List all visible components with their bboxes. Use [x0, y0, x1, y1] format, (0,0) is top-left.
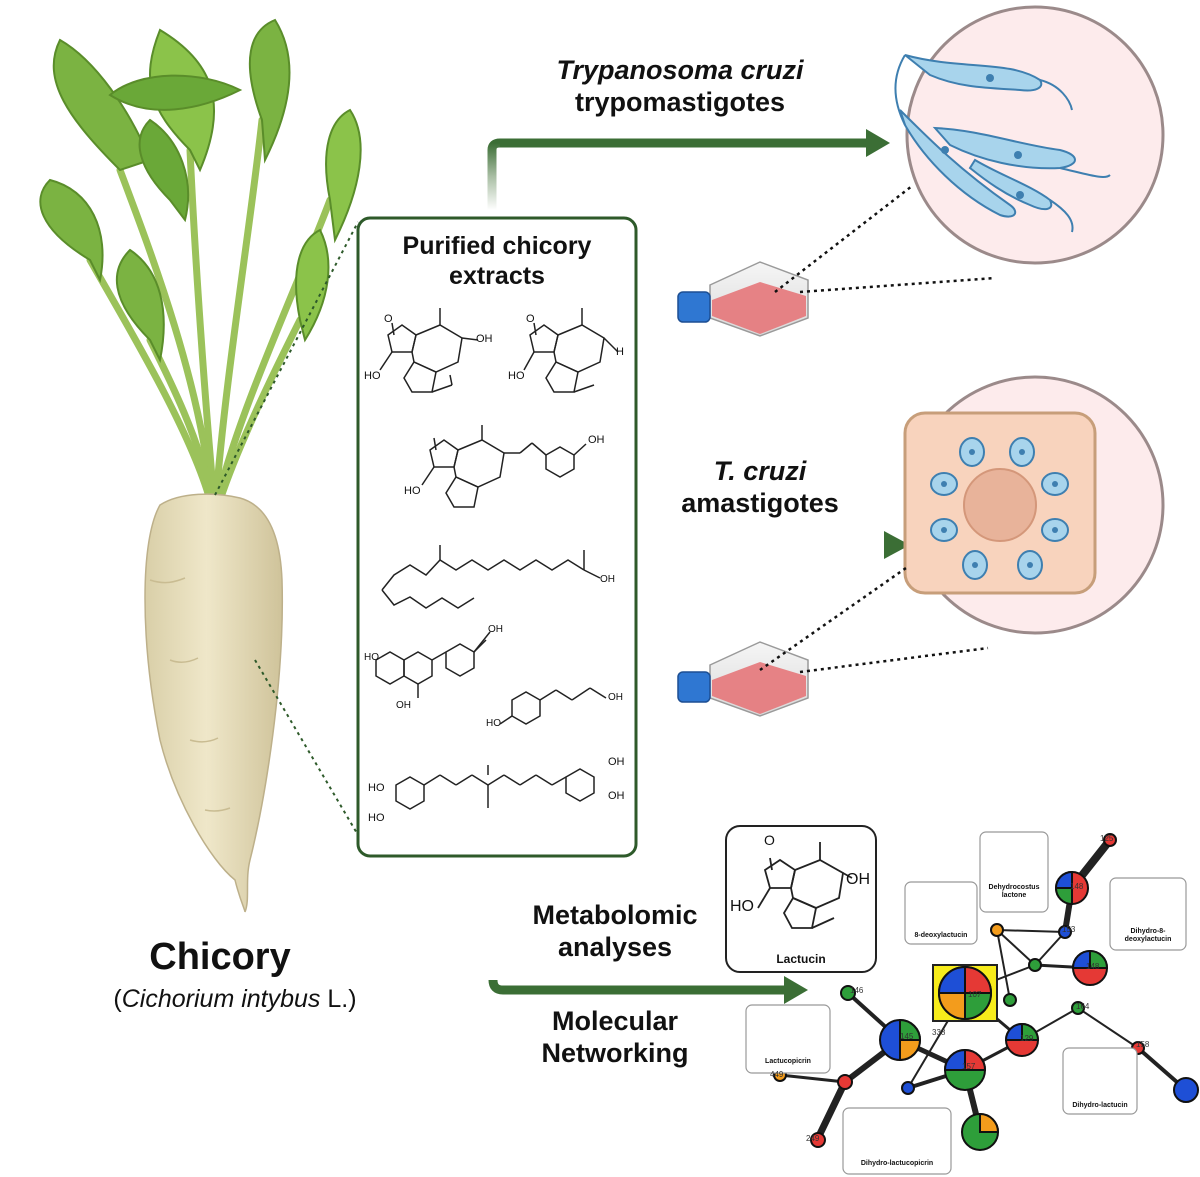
node-label: 157 — [962, 1062, 976, 1071]
node-label: 158 — [1136, 1040, 1150, 1049]
atom-oh-6: OH — [396, 700, 411, 711]
node-label: 249 — [806, 1134, 820, 1143]
atom-ho-3: HO — [404, 485, 421, 497]
atom-oh-8a: OH — [608, 756, 625, 768]
atom-oh-5: OH — [488, 624, 503, 635]
atom-o-lactucin: O — [764, 832, 775, 848]
plant-name: Chicory — [149, 936, 291, 978]
trypo-line1: Trypanosoma cruzi — [556, 55, 804, 85]
amastigotes-label: T. cruzi amastigotes — [660, 456, 860, 520]
amasti-line2: amastigotes — [681, 487, 839, 518]
atom-ho-5: HO — [364, 652, 379, 663]
structure-apigenin — [375, 631, 491, 698]
node-label: 148 — [1070, 882, 1084, 891]
atom-ho-7: HO — [486, 718, 501, 729]
arrow-to-network — [488, 860, 808, 1004]
compound-lactucopicrin: Lactucopicrin — [765, 1058, 811, 1065]
zoom-lines-flasks — [759, 185, 996, 674]
extracts-box — [356, 216, 638, 858]
atom-ho-2: HO — [508, 370, 525, 382]
structure-8-deoxylactucin — [523, 308, 619, 393]
node-label: 125 — [1100, 834, 1114, 843]
molnet-line1: Molecular — [551, 1006, 679, 1036]
sci-italic: Cichorium intybus — [121, 985, 321, 1013]
extracts-title-line2: extracts — [449, 261, 545, 290]
chicory-plant-illustration — [39, 18, 362, 913]
structure-fatty-acid — [381, 545, 601, 609]
node-label: 153 — [1062, 925, 1076, 934]
node-label: 107 — [968, 990, 982, 999]
trypomastigotes-panel — [894, 5, 1165, 265]
amastigotes-panel — [903, 375, 1165, 635]
atom-o-1: O — [384, 313, 393, 325]
compound-lactucin: Lactucin — [776, 952, 826, 966]
node-label: 148 — [1086, 962, 1100, 971]
extracts-title: Purified chicory extracts — [360, 232, 634, 291]
atom-oh-3: OH — [588, 434, 605, 446]
node-label: 145 — [900, 1032, 914, 1041]
atom-h-2: H — [616, 346, 624, 358]
sci-open: ( — [113, 985, 122, 1013]
node-label: 146 — [850, 986, 864, 995]
node-label: 338 — [932, 1028, 946, 1037]
atom-oh-lactucin: OH — [846, 871, 870, 888]
amasti-line1: T. cruzi — [713, 456, 807, 486]
trypomastigotes-label: Trypanosoma cruzi trypomastigotes — [520, 55, 840, 119]
atom-ho-1: HO — [364, 370, 381, 382]
node-label: 449 — [770, 1070, 784, 1079]
compound-dihydro-8-deoxylactucin: Dihydro-8-deoxylactucin — [1124, 928, 1172, 944]
culture-flask-bottom — [677, 641, 809, 717]
compound-dehydrocostus: Dehydrocostus lactone — [988, 884, 1040, 900]
zoom-lines-plant — [214, 221, 359, 836]
atom-ho-8a: HO — [368, 782, 385, 794]
atom-oh-7: OH — [608, 692, 623, 703]
extracts-title-line1: Purified chicory — [402, 232, 592, 260]
molecular-networking-label: Molecular Networking — [505, 1006, 725, 1070]
atom-oh-8b: OH — [608, 790, 625, 802]
trypo-line2: trypomastigotes — [574, 86, 786, 117]
atom-oh-4: OH — [600, 574, 615, 585]
node-label: 164 — [1076, 1002, 1090, 1011]
metab-line2: analyses — [557, 931, 673, 962]
compound-dihydro-lactucopicrin: Dihydro-lactucopicrin — [860, 1160, 934, 1167]
atom-oh-1: OH — [476, 333, 493, 345]
compound-cards — [725, 825, 1187, 1175]
atom-o-2: O — [526, 313, 535, 325]
structure-coumaric-acid — [499, 687, 607, 725]
metabolomic-label: Metabolomic analyses — [505, 900, 725, 964]
structure-chicoric-acid — [395, 765, 595, 810]
molnet-line2: Networking — [541, 1037, 689, 1068]
structure-lactucin-card — [757, 842, 853, 929]
sci-close: L.) — [320, 985, 357, 1013]
arrow-to-trypomastigotes — [485, 129, 890, 210]
compound-8-deoxylactucin: 8-deoxylactucin — [914, 932, 968, 939]
atom-ho-8b: HO — [368, 812, 385, 824]
structure-lactucopicrin — [421, 425, 587, 508]
plant-scientific-name: (Cichorium intybus L.) — [70, 985, 400, 1015]
compound-dihydro-lactucin: Dihydro-lactucin — [1072, 1102, 1128, 1109]
arrow-to-amastigotes — [640, 531, 910, 559]
chemical-structures — [375, 308, 619, 810]
atom-ho-lactucin: HO — [730, 898, 754, 915]
metab-line1: Metabolomic — [532, 900, 698, 930]
node-label: 129 — [1020, 1034, 1034, 1043]
structure-lactucin — [379, 308, 479, 393]
culture-flask-top — [677, 261, 809, 337]
